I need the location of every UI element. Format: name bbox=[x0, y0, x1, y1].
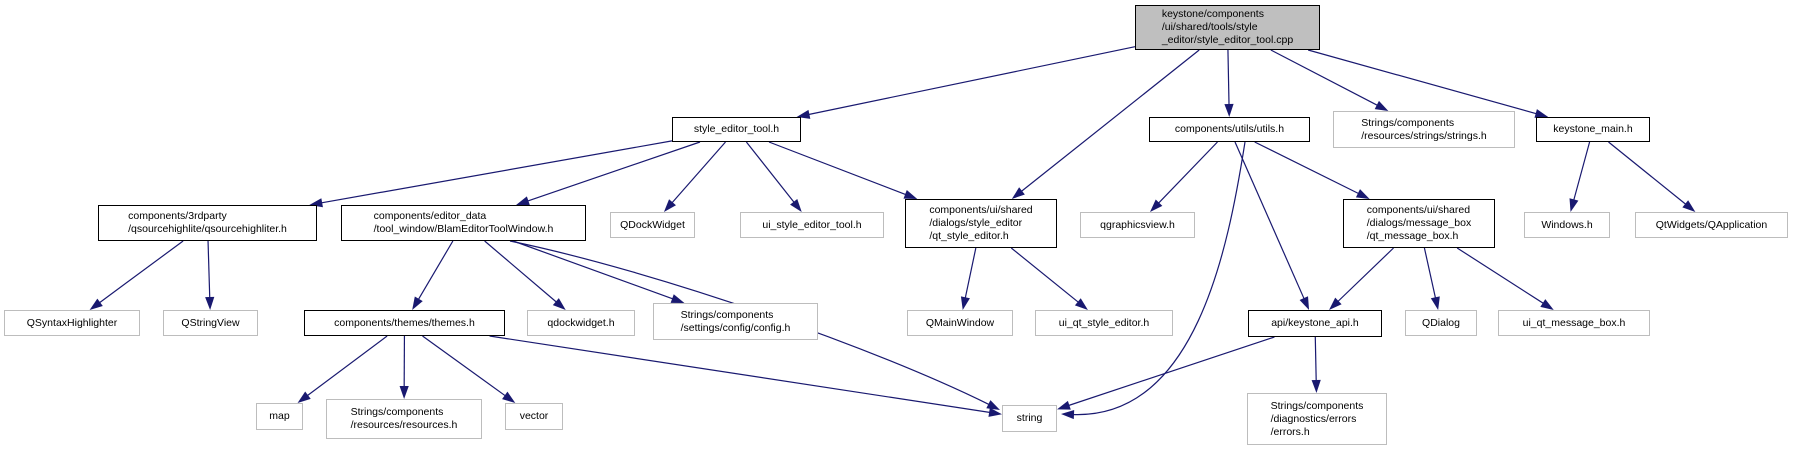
edge-style-editor-tool-h-to-ui-style-editor-tool-h bbox=[745, 141, 796, 204]
arrowhead-icon bbox=[1311, 379, 1321, 393]
edge-qt-style-editor-h-to-qmainwindow bbox=[964, 247, 977, 300]
graph-node-map: map bbox=[256, 403, 303, 430]
arrowhead-icon bbox=[796, 109, 811, 119]
arrowhead-icon bbox=[663, 199, 676, 212]
edge-style-editor-tool-h-to-blam-editor-tool-window-h bbox=[526, 141, 701, 203]
edge-themes-h-to-string bbox=[489, 335, 992, 414]
graph-node-qsourcehighliter-h[interactable]: components/3rdparty /qsourcehighlite/qso… bbox=[98, 205, 317, 241]
edge-style-editor-tool-h-to-qsourcehighliter-h bbox=[320, 140, 673, 204]
graph-node-style-editor-tool-h[interactable]: style_editor_tool.h bbox=[672, 117, 801, 142]
edge-blam-editor-tool-window-h-to-config-h bbox=[513, 240, 675, 300]
arrowhead-icon bbox=[903, 190, 918, 199]
edge-keystone-main-h-to-qtwidgets-qapplication bbox=[1608, 141, 1688, 206]
edge-blam-editor-tool-window-h-to-qdockwidget-h bbox=[484, 240, 558, 304]
edge-keystone-main-h-to-windows-h bbox=[1572, 141, 1591, 202]
arrowhead-icon bbox=[1540, 299, 1554, 310]
graph-node-resources-h: Strings/components /resources/resources.… bbox=[326, 399, 482, 439]
graph-node-keystone-api-h[interactable]: api/keystone_api.h bbox=[1248, 310, 1382, 337]
edge-keystone-api-h-to-errors-h bbox=[1314, 336, 1317, 383]
edge-root-cpp-to-style-editor-tool-h bbox=[807, 46, 1136, 116]
arrowhead-icon bbox=[1682, 200, 1696, 212]
graph-node-string: string bbox=[1002, 405, 1057, 432]
graph-node-qmainwindow: QMainWindow bbox=[907, 310, 1013, 336]
edge-qt-message-box-h-to-qdialog bbox=[1423, 247, 1437, 300]
arrowhead-icon bbox=[1074, 298, 1088, 310]
arrowhead-icon bbox=[988, 407, 1002, 417]
edge-utils-h-to-keystone-api-h bbox=[1234, 141, 1306, 301]
edge-style-editor-tool-h-to-qdockwidget-qt bbox=[670, 141, 726, 205]
graph-node-ui-qt-style-editor-h: ui_qt_style_editor.h bbox=[1035, 310, 1173, 336]
arrowhead-icon bbox=[1534, 109, 1549, 118]
graph-node-themes-h[interactable]: components/themes/themes.h bbox=[304, 310, 505, 336]
graph-node-windows-h: Windows.h bbox=[1524, 212, 1610, 238]
graph-node-root-cpp: keystone/components /ui/shared/tools/sty… bbox=[1135, 5, 1320, 50]
graph-node-qdockwidget-h: qdockwidget.h bbox=[527, 310, 635, 336]
arrowhead-icon bbox=[1057, 400, 1071, 410]
edge-keystone-api-h-to-string bbox=[1067, 336, 1275, 407]
arrowhead-icon bbox=[960, 296, 970, 310]
graph-node-vector: vector bbox=[505, 403, 563, 430]
arrowhead-icon bbox=[1430, 296, 1440, 310]
arrowhead-icon bbox=[1150, 199, 1163, 212]
graph-node-qstringview: QStringView bbox=[163, 310, 258, 336]
arrowhead-icon bbox=[502, 391, 516, 403]
graph-node-blam-editor-tool-window-h[interactable]: components/editor_data /tool_window/Blam… bbox=[341, 205, 586, 241]
arrowhead-icon bbox=[1011, 187, 1025, 199]
graph-node-ui-qt-message-box-h: ui_qt_message_box.h bbox=[1498, 310, 1650, 336]
edge-utils-h-to-qgraphicsview-h bbox=[1157, 141, 1218, 205]
edge-utils-h-to-qt-message-box-h bbox=[1254, 141, 1361, 195]
arrowhead-icon bbox=[399, 385, 409, 399]
arrowhead-icon bbox=[552, 298, 566, 310]
arrowhead-icon bbox=[205, 296, 215, 310]
edge-themes-h-to-vector bbox=[422, 335, 507, 398]
arrowhead-icon bbox=[1355, 189, 1370, 199]
arrowhead-icon bbox=[1224, 103, 1234, 117]
edge-root-cpp-to-keystone-main-h bbox=[1307, 49, 1538, 115]
graph-node-strings-h: Strings/components /resources/strings/st… bbox=[1333, 111, 1515, 148]
arrowhead-icon bbox=[1374, 100, 1389, 111]
graph-node-config-h: Strings/components /settings/config/conf… bbox=[653, 303, 818, 340]
edge-qt-message-box-h-to-ui-qt-message-box-h bbox=[1456, 247, 1545, 305]
arrowhead-icon bbox=[670, 294, 685, 303]
edge-root-cpp-to-utils-h bbox=[1227, 49, 1230, 107]
arrowhead-icon bbox=[297, 391, 311, 403]
edge-qt-message-box-h-to-keystone-api-h bbox=[1336, 247, 1394, 303]
graph-node-errors-h: Strings/components /diagnostics/errors /… bbox=[1247, 393, 1387, 445]
graph-node-qt-message-box-h[interactable]: components/ui/shared /dialogs/message_bo… bbox=[1343, 199, 1495, 248]
arrowhead-icon bbox=[1569, 198, 1579, 212]
edge-qsourcehighliter-h-to-qstringview bbox=[207, 240, 211, 300]
arrowhead-icon bbox=[790, 198, 802, 212]
arrowhead-icon bbox=[1329, 297, 1342, 310]
graph-node-utils-h[interactable]: components/utils/utils.h bbox=[1149, 117, 1310, 142]
graph-node-keystone-main-h[interactable]: keystone_main.h bbox=[1536, 117, 1650, 142]
edge-utils-h-to-string bbox=[1071, 141, 1246, 416]
arrowhead-icon bbox=[986, 400, 1000, 410]
edge-qsourcehighliter-h-to-qsyntaxhighlighter bbox=[98, 240, 184, 304]
graph-node-qgraphicsview-h: qgraphicsview.h bbox=[1080, 212, 1195, 238]
arrowhead-icon bbox=[1299, 296, 1310, 310]
graph-node-qdockwidget-qt: QDockWidget bbox=[610, 212, 695, 238]
arrowhead-icon bbox=[1061, 409, 1075, 420]
graph-node-qtwidgets-qapplication: QtWidgets/QApplication bbox=[1635, 212, 1788, 238]
edge-root-cpp-to-strings-h bbox=[1270, 49, 1379, 107]
edge-blam-editor-tool-window-h-to-themes-h bbox=[417, 240, 454, 301]
arrowhead-icon bbox=[412, 296, 423, 310]
graph-node-qdialog: QDialog bbox=[1405, 310, 1477, 336]
graph-node-qt-style-editor-h[interactable]: components/ui/shared /dialogs/style_edit… bbox=[905, 199, 1057, 248]
edge-qt-style-editor-h-to-ui-qt-style-editor-h bbox=[1010, 247, 1080, 304]
graph-node-ui-style-editor-tool-h: ui_style_editor_tool.h bbox=[740, 212, 884, 238]
edge-style-editor-tool-h-to-qt-style-editor-h bbox=[768, 141, 908, 196]
edge-themes-h-to-map bbox=[305, 335, 388, 397]
edge-root-cpp-to-qt-style-editor-h bbox=[1020, 49, 1200, 193]
arrowhead-icon bbox=[516, 196, 530, 206]
arrowhead-icon bbox=[89, 298, 103, 310]
graph-node-qsyntaxhighlighter: QSyntaxHighlighter bbox=[4, 310, 140, 336]
